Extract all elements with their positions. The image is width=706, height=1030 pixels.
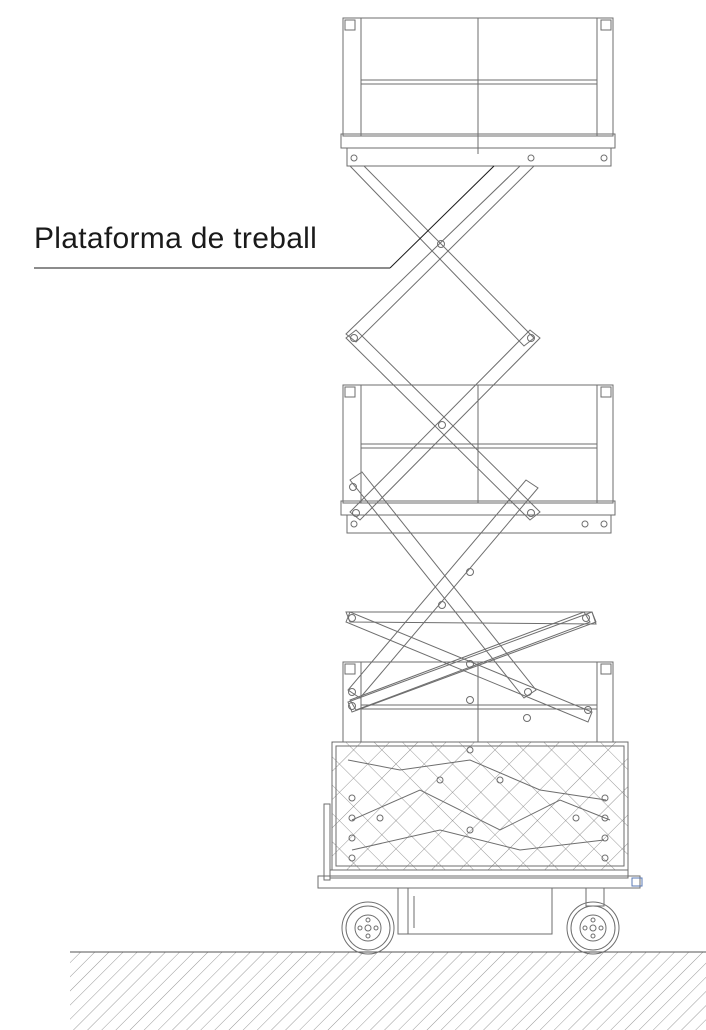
base-carriage: [318, 804, 642, 934]
ground: [70, 952, 706, 1030]
scissor-arms-middle: [346, 472, 596, 722]
top-platform: [341, 18, 615, 166]
wheel-rear: [342, 902, 394, 954]
callout-leader: [34, 166, 494, 268]
scissor-arms-upper: [346, 166, 540, 520]
callout-label: Plataforma de treball: [34, 222, 318, 255]
wheel-front: [567, 902, 619, 954]
middle-platform: [341, 385, 615, 533]
lower-platform: [343, 662, 613, 742]
chassis-guard: [332, 742, 628, 870]
